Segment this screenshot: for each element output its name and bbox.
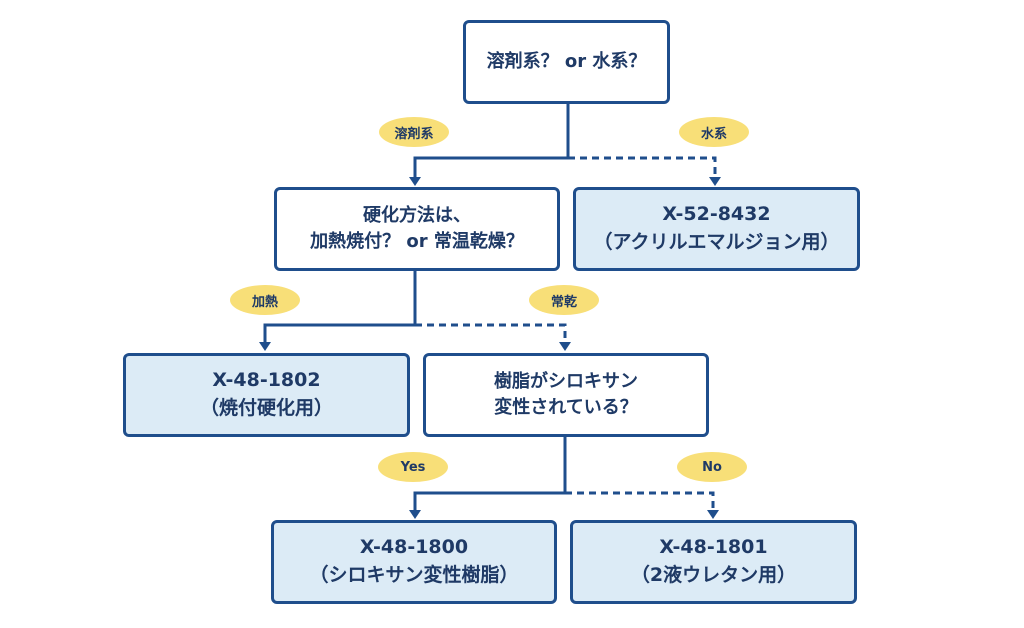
result-product-use: （アクリルエマルジョン用）: [593, 231, 840, 253]
question-text-line1: 樹脂がシロキサン: [494, 370, 638, 392]
result-product-code: X-48-1800: [359, 536, 469, 559]
connector-water: [568, 156, 717, 177]
arrowhead-ambient: [559, 342, 571, 351]
branch-label-yes: Yes: [378, 452, 448, 482]
result-product-use: （焼付硬化用）: [199, 397, 333, 419]
branch-label-heat: 加熱: [230, 285, 300, 315]
result-product-code: X-48-1801: [659, 536, 768, 559]
connector-ambient: [415, 323, 567, 342]
branch-label-ambient: 常乾: [529, 285, 599, 315]
arrowhead-solvent: [409, 177, 421, 186]
result-x-48-1801: X-48-1801 （2液ウレタン用）: [570, 520, 857, 604]
connector-yes: [413, 437, 567, 510]
result-product-use: （2液ウレタン用）: [630, 564, 797, 586]
question-text-line2: 変性されている？: [494, 397, 638, 418]
arrowhead-water: [709, 177, 721, 186]
connector-heat: [263, 270, 417, 342]
question-text-line2: 加熱焼付？ or 常温乾燥？: [310, 231, 524, 252]
result-product-use: （シロキサン変性樹脂）: [309, 564, 519, 586]
result-x-52-8432: X-52-8432 （アクリルエマルジョン用）: [573, 187, 860, 271]
connector-solvent: [413, 103, 570, 177]
arrowhead-yes: [409, 510, 421, 519]
branch-label-solvent: 溶剤系: [379, 117, 449, 147]
branch-label-no: No: [677, 452, 747, 482]
result-product-code: X-48-1802: [212, 369, 321, 392]
result-product-code: X-52-8432: [662, 203, 771, 226]
question-cure-method: 硬化方法は、 加熱焼付？ or 常温乾燥？: [274, 187, 560, 271]
result-x-48-1802: X-48-1802 （焼付硬化用）: [123, 353, 410, 437]
question-text: 溶剤系？ or 水系？: [486, 50, 647, 72]
result-x-48-1800: X-48-1800 （シロキサン変性樹脂）: [271, 520, 557, 604]
arrowhead-no: [707, 510, 719, 519]
question-siloxane-modified: 樹脂がシロキサン 変性されている？: [423, 353, 709, 437]
connector-no: [565, 491, 715, 510]
question-solvent-or-water: 溶剤系？ or 水系？: [463, 20, 670, 104]
arrowhead-heat: [259, 342, 271, 351]
branch-label-water: 水系: [679, 117, 749, 147]
question-text-line1: 硬化方法は、: [363, 204, 471, 226]
